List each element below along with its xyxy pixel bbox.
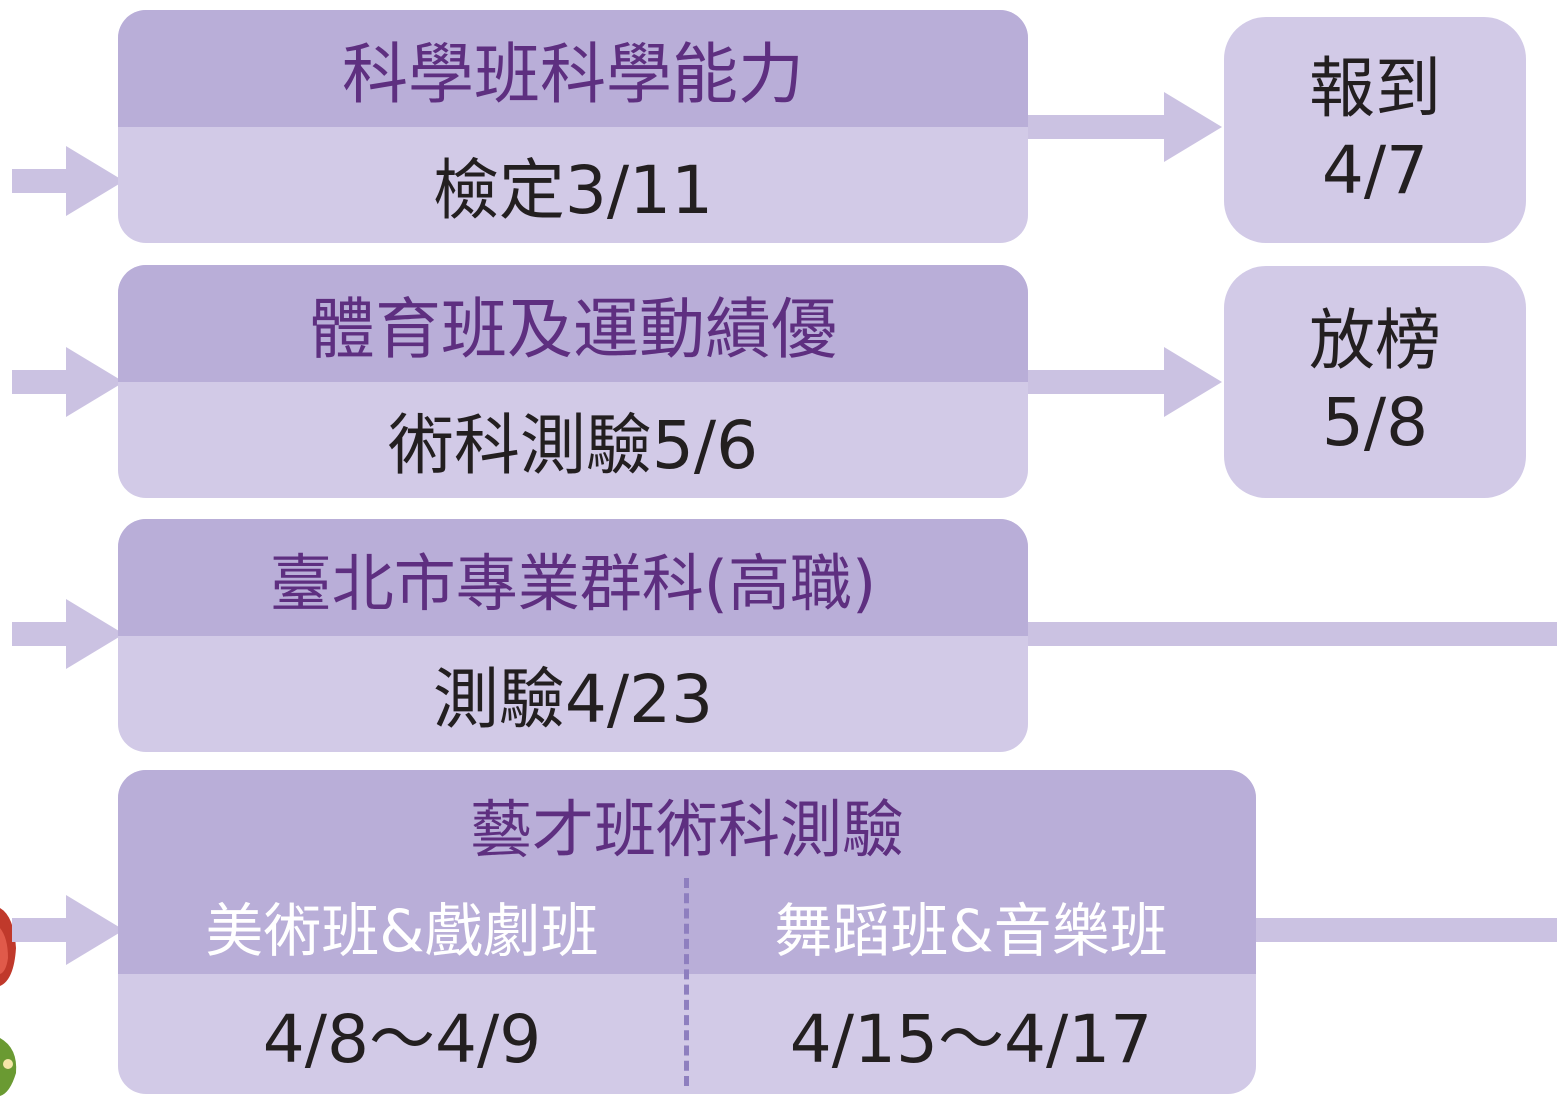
- step-date: 測驗4/23: [432, 661, 714, 738]
- dance-music-date: 4/15～4/17: [789, 1001, 1153, 1078]
- step-title: 藝才班術科測驗: [118, 770, 1256, 878]
- science-class-step: 科學班科學能力 檢定3/11: [118, 10, 1028, 243]
- step-title: 科學班科學能力: [118, 10, 1028, 127]
- step-date: 檢定3/11: [432, 152, 714, 229]
- connector-arrow-shaft: [1028, 115, 1168, 139]
- art-drama-date: 4/8～4/9: [262, 1001, 542, 1078]
- results-date: 5/8: [1321, 384, 1429, 461]
- register-step: 報到 4/7: [1224, 17, 1526, 243]
- results-label: 放榜: [1309, 301, 1441, 379]
- entry-arrow-shaft: [12, 370, 72, 394]
- entry-arrow-head: [66, 146, 124, 216]
- connector-line: [1028, 622, 1557, 646]
- dance-music-label: 舞蹈班&音樂班: [774, 897, 1168, 965]
- sports-class-step: 體育班及運動績優 術科測驗5/6: [118, 265, 1028, 498]
- connector-arrow-shaft: [1028, 370, 1168, 394]
- arts-divider: [684, 878, 689, 1086]
- step-title: 臺北市專業群科(高職): [118, 519, 1028, 636]
- art-drama-label: 美術班&戲劇班: [205, 897, 599, 965]
- step-title: 體育班及運動績優: [118, 265, 1028, 382]
- entry-arrow-head: [66, 599, 124, 669]
- entry-arrow-shaft: [12, 918, 72, 942]
- arts-dates-row: 4/8～4/9 4/15～4/17: [118, 974, 1256, 1094]
- connector-arrow-head: [1164, 347, 1222, 417]
- results-step: 放榜 5/8: [1224, 266, 1526, 498]
- entry-arrow-shaft: [12, 622, 72, 646]
- connector-arrow-head: [1164, 92, 1222, 162]
- vocational-test-step: 臺北市專業群科(高職) 測驗4/23: [118, 519, 1028, 752]
- step-date: 術科測驗5/6: [387, 407, 759, 484]
- register-label: 報到: [1309, 49, 1441, 127]
- entry-arrow-head: [66, 347, 124, 417]
- arts-labels-row: 美術班&戲劇班 舞蹈班&音樂班: [118, 878, 1256, 974]
- entry-arrow-shaft: [12, 169, 72, 193]
- arts-class-step: 藝才班術科測驗 美術班&戲劇班 舞蹈班&音樂班 4/8～4/9 4/15～4/1…: [118, 770, 1256, 1094]
- entry-arrow-head: [66, 895, 124, 965]
- register-date: 4/7: [1321, 132, 1429, 209]
- connector-line: [1256, 918, 1557, 942]
